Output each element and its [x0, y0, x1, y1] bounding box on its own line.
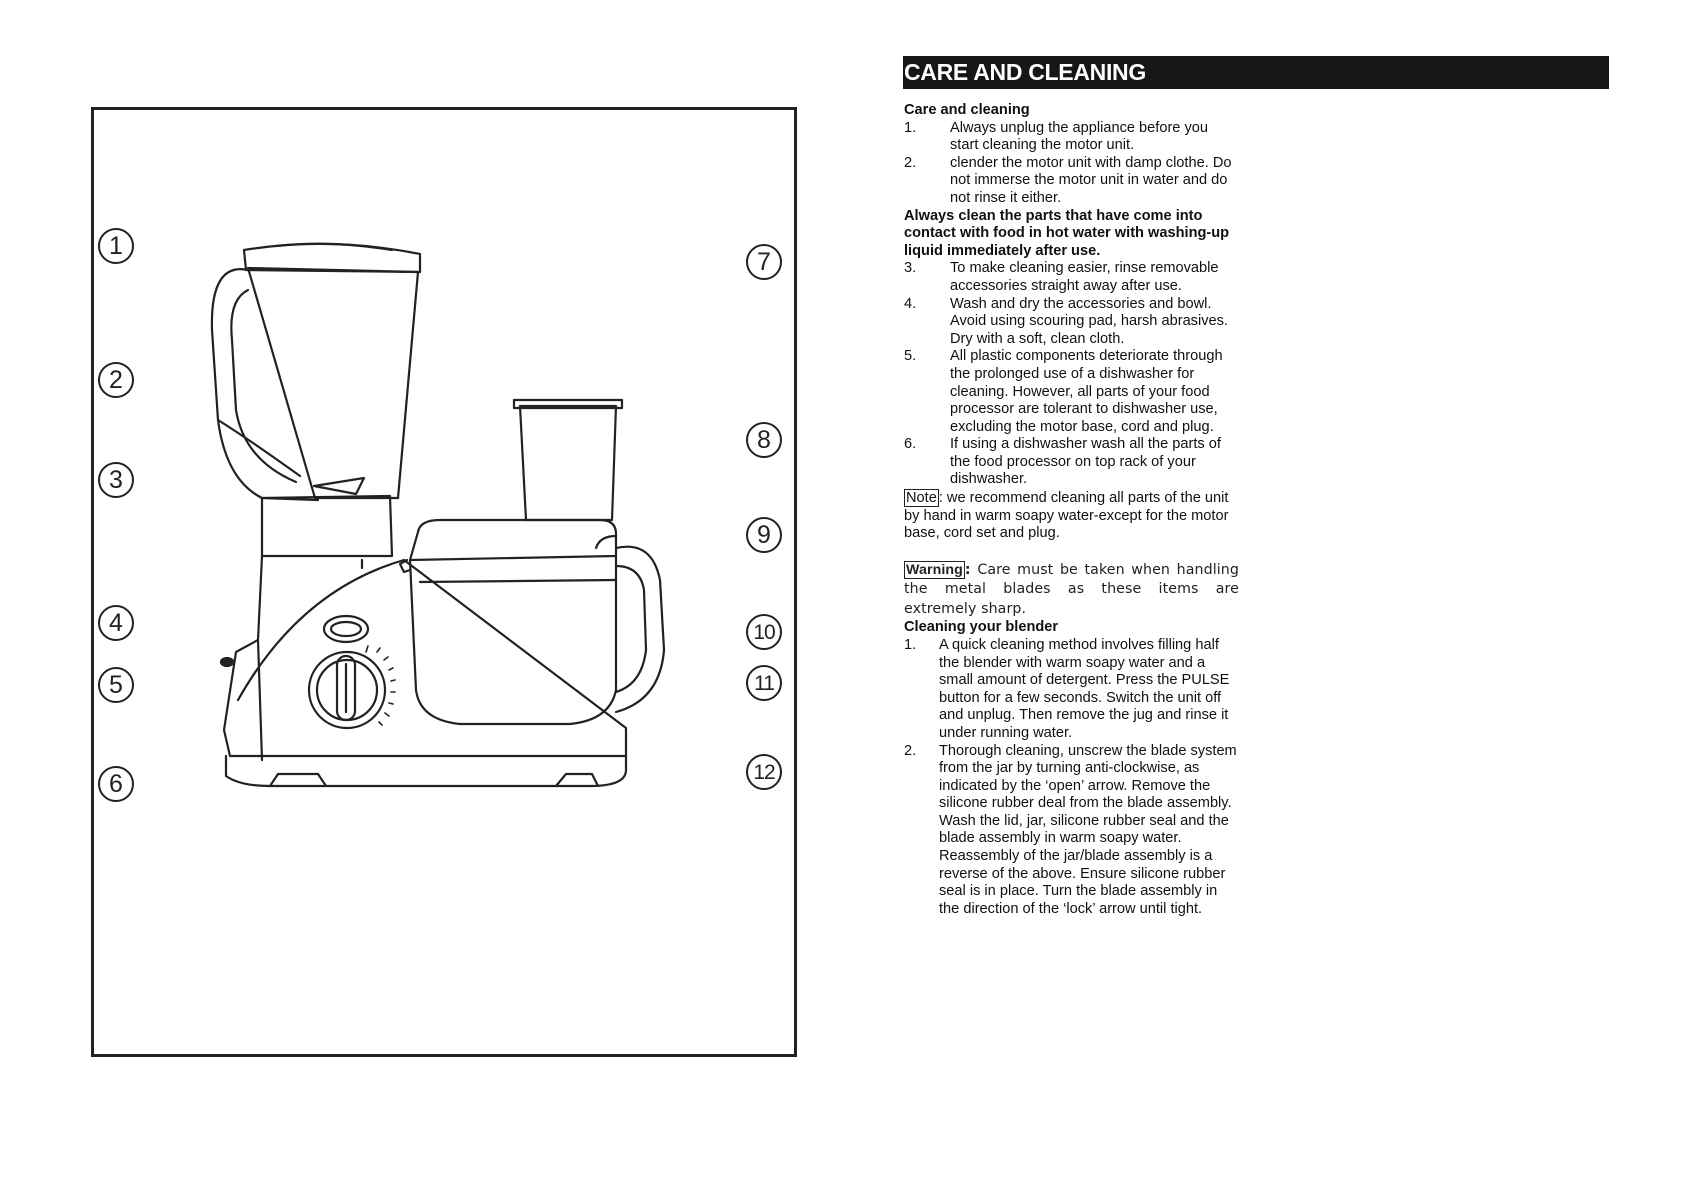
- item-number: 2.: [904, 154, 917, 171]
- list-item: 6. If using a dishwasher wash all the pa…: [904, 436, 1239, 489]
- item-number: 5.: [904, 348, 917, 365]
- callout-3: 3: [98, 462, 134, 498]
- spacer: [904, 543, 1239, 561]
- item-text: Thorough cleaning, unscrew the blade sys…: [939, 742, 1237, 917]
- callout-7: 7: [746, 244, 782, 280]
- care-heading: Care and cleaning: [904, 102, 1030, 118]
- list-item: 5. All plastic components deteriorate th…: [904, 348, 1239, 436]
- item-number: 6.: [904, 436, 917, 453]
- bold-notice: Always clean the parts that have come in…: [904, 207, 1230, 259]
- callout-11: 11: [746, 665, 782, 701]
- item-text: To make cleaning easier, rinse removable…: [950, 260, 1219, 294]
- callout-8: 8: [746, 422, 782, 458]
- item-text: clender the motor unit with damp clothe.…: [950, 154, 1232, 206]
- warning-label: Warning: [904, 560, 965, 579]
- callout-4: 4: [98, 605, 134, 641]
- callout-1: 1: [98, 228, 134, 264]
- callout-12: 12: [746, 754, 782, 790]
- list-item: 1. Always unplug the appliance before yo…: [904, 120, 1239, 155]
- item-number: 2.: [904, 742, 917, 759]
- blender-heading: Cleaning your blender: [904, 619, 1059, 636]
- list-item: 1. A quick cleaning method involves fill…: [904, 637, 1239, 743]
- callout-6: 6: [98, 766, 134, 802]
- callout-2: 2: [98, 362, 134, 398]
- list-item: 3. To make cleaning easier, rinse remova…: [904, 260, 1239, 295]
- item-text: All plastic components deteriorate throu…: [950, 348, 1223, 435]
- callout-9: 9: [746, 517, 782, 553]
- list-item: 4. Wash and dry the accessories and bowl…: [904, 296, 1239, 349]
- note-label: Note: [904, 489, 939, 508]
- food-processor-illustration: [210, 242, 666, 788]
- callout-10: 10: [746, 614, 782, 650]
- care-cleaning-content: Care and cleaning 1. Always unplug the a…: [904, 102, 1239, 918]
- item-number: 1.: [904, 636, 917, 653]
- warning-text: Care must be taken when handling the met…: [904, 561, 1239, 617]
- item-number: 3.: [904, 260, 917, 277]
- item-text: Wash and dry the accessories and bowl. A…: [950, 295, 1228, 347]
- item-text: A quick cleaning method involves filling…: [939, 636, 1230, 741]
- diagram-frame: [91, 107, 797, 1057]
- warning-colon: :: [964, 561, 971, 578]
- warning-paragraph: Warning: Care must be taken when handlin…: [904, 560, 1239, 620]
- list-item: 2. Thorough cleaning, unscrew the blade …: [904, 743, 1239, 919]
- item-text: If using a dishwasher wash all the parts…: [950, 436, 1221, 488]
- item-number: 4.: [904, 295, 917, 312]
- list-item: 2. clender the motor unit with damp clot…: [904, 155, 1239, 208]
- item-text: Always unplug the appliance before you s…: [950, 119, 1208, 154]
- note-paragraph: Note: we recommend cleaning all parts of…: [904, 489, 1239, 543]
- section-title: CARE AND CLEANING: [903, 56, 1609, 89]
- note-text: : we recommend cleaning all parts of the…: [904, 490, 1229, 542]
- callout-5: 5: [98, 667, 134, 703]
- item-number: 1.: [904, 119, 917, 136]
